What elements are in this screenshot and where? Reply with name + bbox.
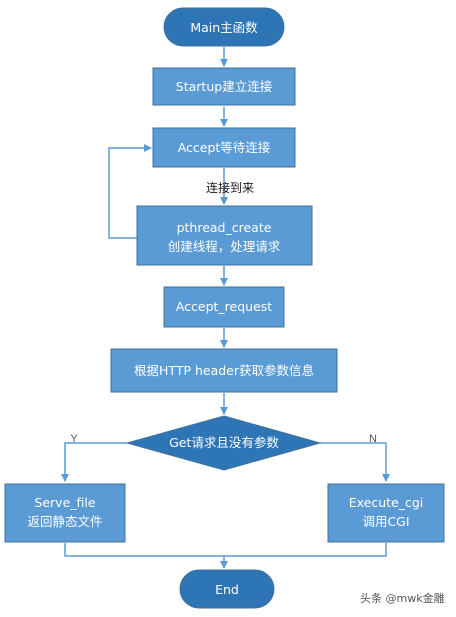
node-main-label: Main主函数 xyxy=(190,20,258,35)
node-main: Main主函数 xyxy=(163,7,285,47)
node-parse-header-label: 根据HTTP header获取参数信息 xyxy=(134,363,314,378)
node-end: End xyxy=(179,569,275,609)
node-pthread-line2: 创建线程，处理请求 xyxy=(168,239,281,254)
edge-label-connection: 连接到来 xyxy=(206,180,254,195)
edge-loop-back xyxy=(108,144,152,239)
branch-yes-label: Y xyxy=(70,433,78,445)
edge-serve-end xyxy=(64,543,228,569)
node-accept-request: Accept_request xyxy=(163,286,285,328)
node-parse-header: 根据HTTP header获取参数信息 xyxy=(110,348,338,393)
node-decision-label: Get请求且没有参数 xyxy=(169,435,279,450)
branch-no-label: N xyxy=(369,433,377,445)
node-decision: Get请求且没有参数 xyxy=(125,415,322,471)
watermark-text: 头条 @mwk金雕 xyxy=(360,591,445,605)
node-cgi-line1: Execute_cgi xyxy=(349,495,424,510)
node-accept-request-label: Accept_request xyxy=(176,299,272,314)
node-startup-label: Startup建立连接 xyxy=(176,79,273,94)
node-end-label: End xyxy=(215,582,239,597)
node-pthread-line1: pthread_create xyxy=(177,220,272,235)
node-serve-file: Serve_file 返回静态文件 xyxy=(4,483,126,543)
edges xyxy=(61,47,390,569)
node-accept-label: Accept等待连接 xyxy=(178,140,271,155)
node-pthread: pthread_create 创建线程，处理请求 xyxy=(136,205,313,266)
node-accept: Accept等待连接 xyxy=(152,127,296,168)
node-cgi-line2: 调用CGI xyxy=(362,514,409,529)
node-startup: Startup建立连接 xyxy=(152,67,296,106)
node-serve-line2: 返回静态文件 xyxy=(27,514,102,529)
edge-decision-no xyxy=(320,442,390,482)
node-execute-cgi: Execute_cgi 调用CGI xyxy=(327,483,445,543)
edge-cgi-end xyxy=(224,543,387,557)
node-serve-line1: Serve_file xyxy=(34,495,95,510)
edge-decision-yes xyxy=(61,442,127,482)
